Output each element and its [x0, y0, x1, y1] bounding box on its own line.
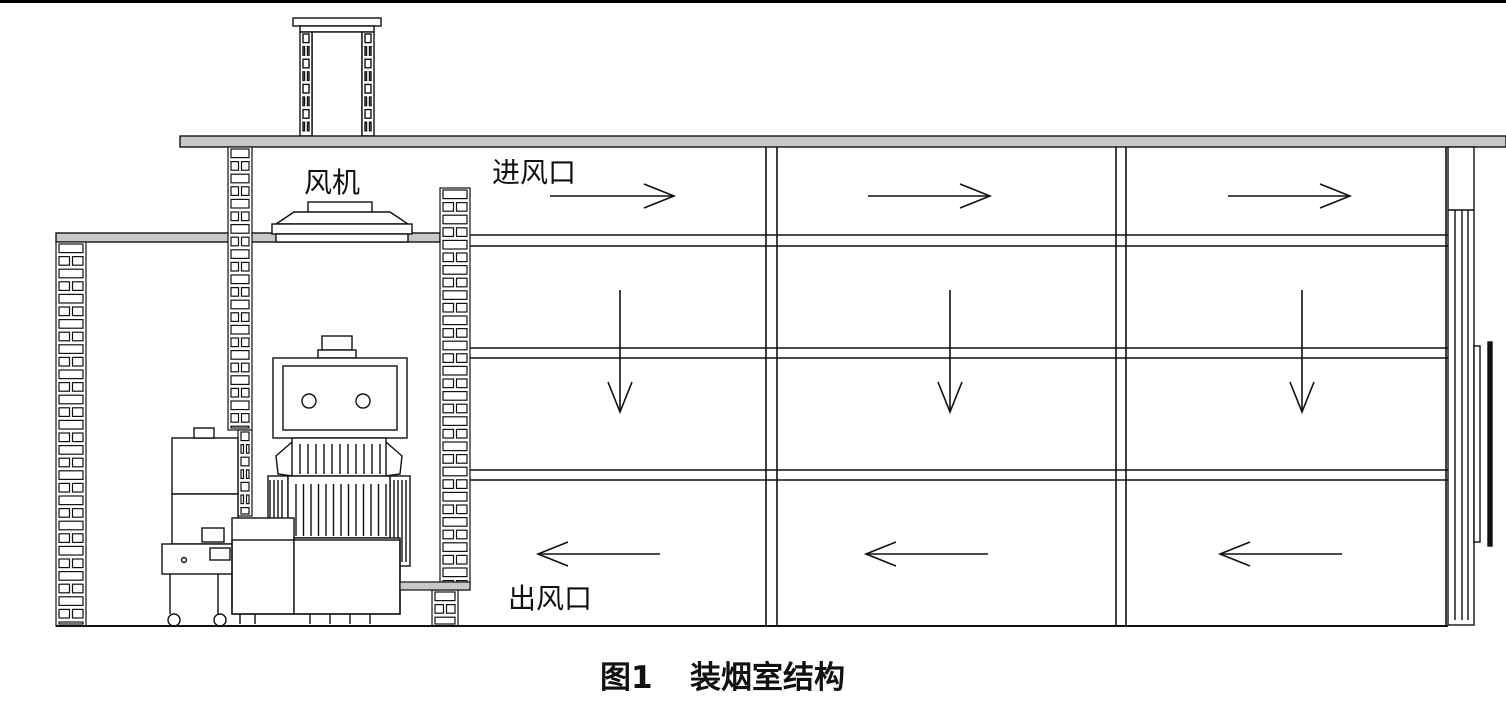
- top-border: [0, 0, 1506, 3]
- arrow-left-3: [1217, 541, 1342, 567]
- air-inlet-label: 进风口: [492, 156, 576, 189]
- control-unit: [161, 427, 401, 627]
- arrow-down-1: [607, 290, 633, 415]
- arrow-left-1: [535, 541, 660, 567]
- flue-wall-lower: [237, 429, 253, 517]
- figure-title: 装烟室结构: [690, 660, 845, 696]
- chimney: [292, 17, 382, 141]
- left-outer-wall: [55, 241, 87, 627]
- arrow-down-2: [937, 290, 963, 415]
- return-duct: [399, 581, 471, 591]
- flue-wall-upper: [227, 146, 253, 431]
- arrow-down-3: [1289, 290, 1315, 415]
- fan-label: 风机: [304, 166, 360, 199]
- chimney-left-bricks: [299, 31, 313, 137]
- arrow-right-2: [868, 183, 993, 209]
- main-roof: [179, 135, 1506, 148]
- loading-chamber-frame: [470, 147, 1448, 626]
- partition-wall: [439, 187, 471, 591]
- brick-walls: [55, 146, 471, 627]
- arrow-right-1: [550, 183, 677, 209]
- airflow-arrows: [535, 183, 1353, 567]
- chimney-right-bricks: [361, 31, 375, 137]
- partition-wall-base: [431, 589, 459, 627]
- air-outlet-label: 出风口: [508, 582, 592, 615]
- chamber-door: [1447, 146, 1493, 626]
- figure-number: 图1: [600, 660, 653, 696]
- arrow-left-2: [863, 541, 988, 567]
- fan-hood: [271, 201, 413, 243]
- arrow-right-3: [1228, 183, 1353, 209]
